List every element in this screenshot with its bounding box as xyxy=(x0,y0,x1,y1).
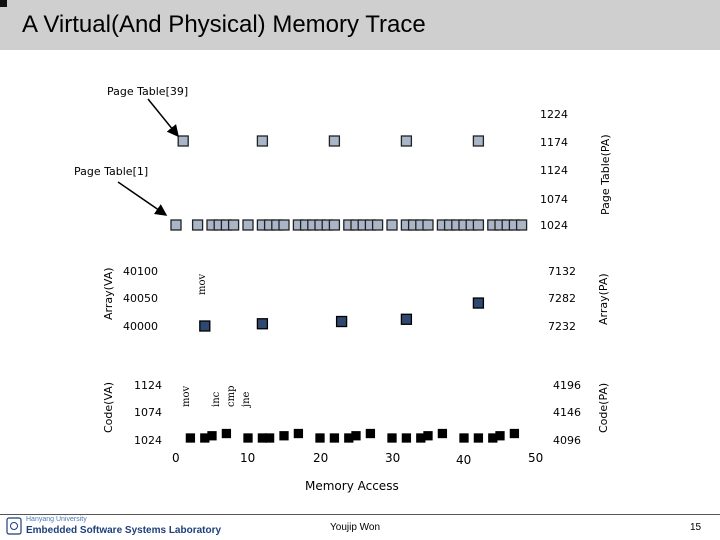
instr-mov-code: mov xyxy=(181,385,192,407)
x-tick-40: 40 xyxy=(456,453,471,467)
code-point xyxy=(473,433,484,443)
code-point xyxy=(365,428,376,439)
code-point xyxy=(387,433,397,443)
code-point xyxy=(351,431,361,441)
code-right-axis-label: Code(PA) xyxy=(597,383,610,433)
array-point xyxy=(400,313,413,325)
pt-tick-1124: 1124 xyxy=(540,164,568,177)
code-tick-1124: 1124 xyxy=(134,379,162,392)
page-table-39-arrow xyxy=(147,98,179,138)
code-point xyxy=(315,433,325,443)
code-point xyxy=(329,433,340,443)
title-bar xyxy=(0,0,720,50)
instr-cmp: cmp xyxy=(226,386,237,407)
arr-rtick-7132: 7132 xyxy=(548,265,576,278)
footer-divider xyxy=(0,514,720,515)
code-point xyxy=(401,433,412,443)
arr-rtick-7232: 7232 xyxy=(548,320,576,333)
code-point xyxy=(423,431,433,441)
memory-trace-chart: 1024 1074 1124 1174 1224 Page Table(PA) … xyxy=(74,85,612,493)
university-logo-icon xyxy=(6,517,22,535)
code-point xyxy=(509,428,520,439)
instr-mov-array: mov xyxy=(197,273,208,295)
x-axis-ticks: 0 10 20 30 40 50 xyxy=(172,451,543,467)
pt-point xyxy=(242,219,254,231)
author-name: Youjip Won xyxy=(330,522,381,533)
corner-marker xyxy=(0,0,7,7)
array-point xyxy=(335,315,348,328)
code-point xyxy=(243,433,253,443)
code-point xyxy=(495,431,505,441)
code-point xyxy=(459,433,469,443)
pt-point-high xyxy=(472,135,485,147)
arr-tick-40100: 40100 xyxy=(123,265,158,278)
instr-jne: jne xyxy=(241,391,252,408)
pt-point xyxy=(227,219,240,231)
arr-right-axis-label: Array(PA) xyxy=(597,273,610,325)
array-point xyxy=(256,318,269,330)
code-point xyxy=(207,431,217,441)
pt-point-high xyxy=(400,135,413,147)
code-point xyxy=(279,431,289,441)
code-rtick-4146: 4146 xyxy=(553,406,581,419)
code-rtick-4196: 4196 xyxy=(553,379,581,392)
pt-point-high xyxy=(177,135,189,147)
pt-point-high xyxy=(256,135,269,147)
arr-tick-40050: 40050 xyxy=(123,292,158,305)
page-table-1-label: Page Table[1] xyxy=(74,165,148,178)
pt-tick-1224: 1224 xyxy=(540,108,568,121)
code-left-axis-label: Code(VA) xyxy=(102,382,115,433)
code-point xyxy=(221,428,232,439)
x-tick-20: 20 xyxy=(313,451,328,465)
code-tick-1074: 1074 xyxy=(134,406,162,419)
code-rtick-4096: 4096 xyxy=(553,434,581,447)
pt-point-high xyxy=(328,135,341,147)
code-point xyxy=(185,433,196,443)
pt-point xyxy=(371,219,384,231)
pt-point xyxy=(515,219,528,231)
page-table-39-label: Page Table[39] xyxy=(107,85,188,98)
instr-inc: inc xyxy=(211,391,222,407)
pt-point xyxy=(170,219,182,231)
arr-points xyxy=(199,297,485,332)
university-name: Hanyang University xyxy=(26,516,87,523)
x-axis-label: Memory Access xyxy=(305,479,399,493)
pt-tick-1024: 1024 xyxy=(540,219,568,232)
code-point xyxy=(293,428,304,439)
pt-point xyxy=(386,219,398,231)
array-point xyxy=(199,320,211,332)
pt-point xyxy=(472,219,485,231)
pt-point xyxy=(191,219,204,231)
page-table-panel: 1024 1074 1124 1174 1224 Page Table(PA) xyxy=(170,108,612,232)
slide-title: A Virtual(And Physical) Memory Trace xyxy=(22,11,426,38)
x-tick-10: 10 xyxy=(240,451,255,465)
code-point xyxy=(264,433,275,443)
code-point xyxy=(437,428,448,439)
x-tick-0: 0 xyxy=(172,451,180,465)
page-table-1-arrow xyxy=(117,181,168,216)
x-tick-30: 30 xyxy=(385,451,400,465)
arr-left-axis-label: Array(VA) xyxy=(102,267,115,320)
code-points xyxy=(185,428,520,443)
lab-name: Embedded Software Systems Laboratory xyxy=(26,525,222,536)
pt-points xyxy=(170,135,528,231)
code-panel: 1124 1074 1024 4196 4146 4096 Code(VA) C… xyxy=(102,379,610,493)
pt-point xyxy=(328,219,341,231)
array-panel: 40100 40050 40000 7132 7282 7232 Array(V… xyxy=(102,265,610,333)
array-point xyxy=(472,297,485,309)
pt-point xyxy=(422,219,434,231)
arr-rtick-7282: 7282 xyxy=(548,292,576,305)
arr-tick-40000: 40000 xyxy=(123,320,158,333)
pt-axis-label: Page Table(PA) xyxy=(599,134,612,215)
pt-tick-1174: 1174 xyxy=(540,136,568,149)
code-tick-1024: 1024 xyxy=(134,434,162,447)
pt-point xyxy=(278,219,290,231)
x-tick-50: 50 xyxy=(528,451,543,465)
pt-tick-1074: 1074 xyxy=(540,193,568,206)
page-number: 15 xyxy=(690,522,702,533)
